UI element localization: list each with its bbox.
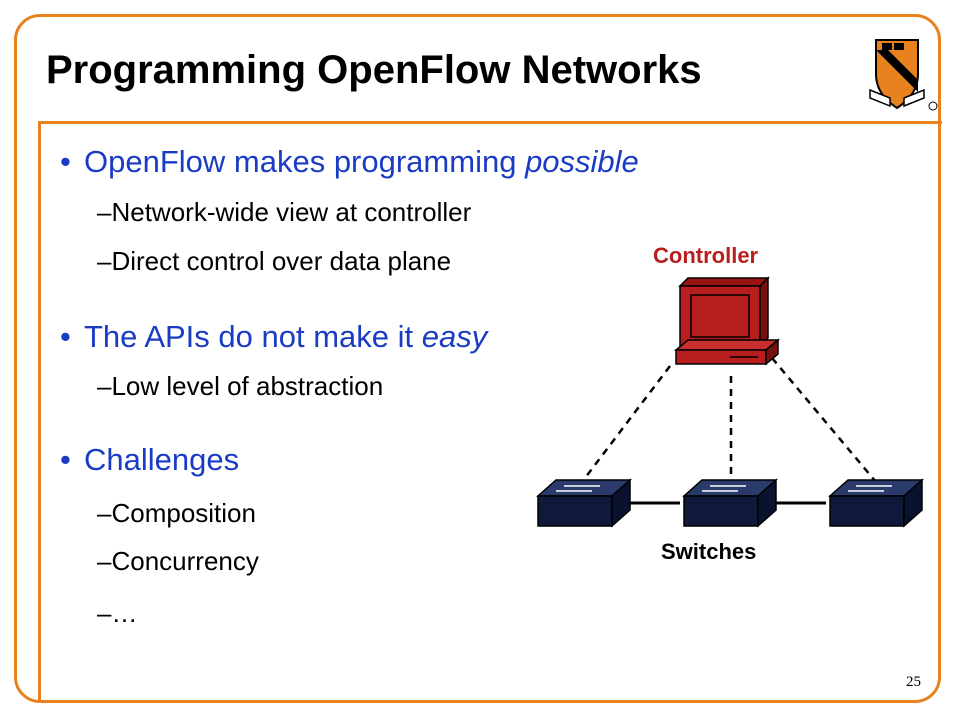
bullet-3: •Challenges <box>60 442 240 477</box>
switch-icon <box>828 478 924 528</box>
bullet-1-sub-2: –Direct control over data plane <box>97 246 452 276</box>
princeton-shield-icon <box>869 39 938 111</box>
bullet-3-sub-1: –Composition <box>97 498 256 528</box>
bullet-3-sub-2: –Concurrency <box>97 546 259 576</box>
bullet-1-emphasis: possible <box>525 144 639 179</box>
switches-label: Switches <box>661 539 757 564</box>
bullet-2: •The APIs do not make it easy <box>60 319 488 354</box>
switch-icon <box>536 478 632 528</box>
control-link-left <box>581 365 671 483</box>
control-link-right <box>771 357 877 483</box>
bullet-1-text: OpenFlow makes programming <box>84 144 526 179</box>
title-divider <box>38 121 942 124</box>
bullet-1-sub-2-text: Direct control over data plane <box>111 246 452 276</box>
controller-label: Controller <box>653 243 759 268</box>
bullet-3-sub-3-text: … <box>111 598 138 628</box>
bullet-1-sub-1: –Network-wide view at controller <box>97 197 472 227</box>
bullet-3-sub-1-text: Composition <box>111 498 256 528</box>
bullet-3-sub-2-text: Concurrency <box>111 546 259 576</box>
slide-frame <box>14 14 941 703</box>
network-diagram <box>536 276 924 528</box>
bullet-1-sub-1-text: Network-wide view at controller <box>111 197 472 227</box>
left-divider <box>38 121 41 703</box>
slide-title: Programming OpenFlow Networks <box>46 48 702 92</box>
bullet-3-text: Challenges <box>84 442 240 477</box>
bullet-2-text: The APIs do not make it <box>84 319 422 354</box>
page-number: 25 <box>906 674 921 690</box>
bullet-2-sub-1-text: Low level of abstraction <box>111 371 384 401</box>
bullet-2-sub-1: –Low level of abstraction <box>97 371 384 401</box>
bullet-1: •OpenFlow makes programming possible <box>60 144 639 179</box>
bullet-2-emphasis: easy <box>421 319 488 354</box>
switch-icon <box>682 478 778 528</box>
computer-icon <box>673 276 781 366</box>
bullet-3-sub-3: –… <box>97 598 138 628</box>
